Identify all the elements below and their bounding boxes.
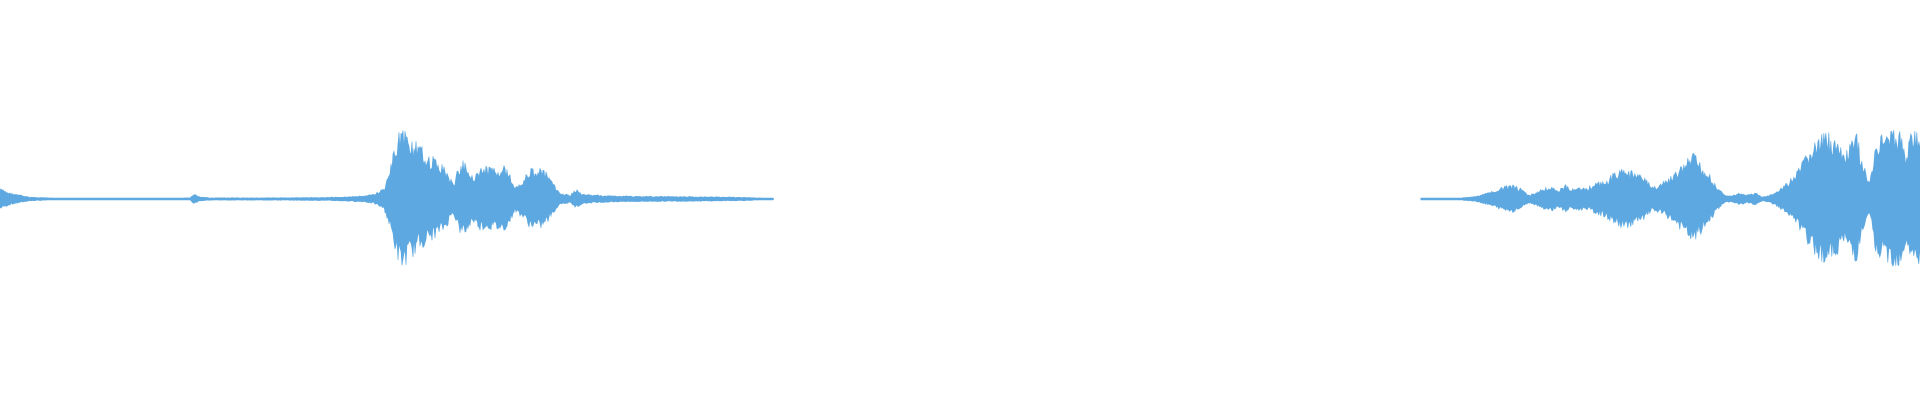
waveform-segments <box>0 130 1920 267</box>
waveform-segment-1 <box>0 130 774 266</box>
